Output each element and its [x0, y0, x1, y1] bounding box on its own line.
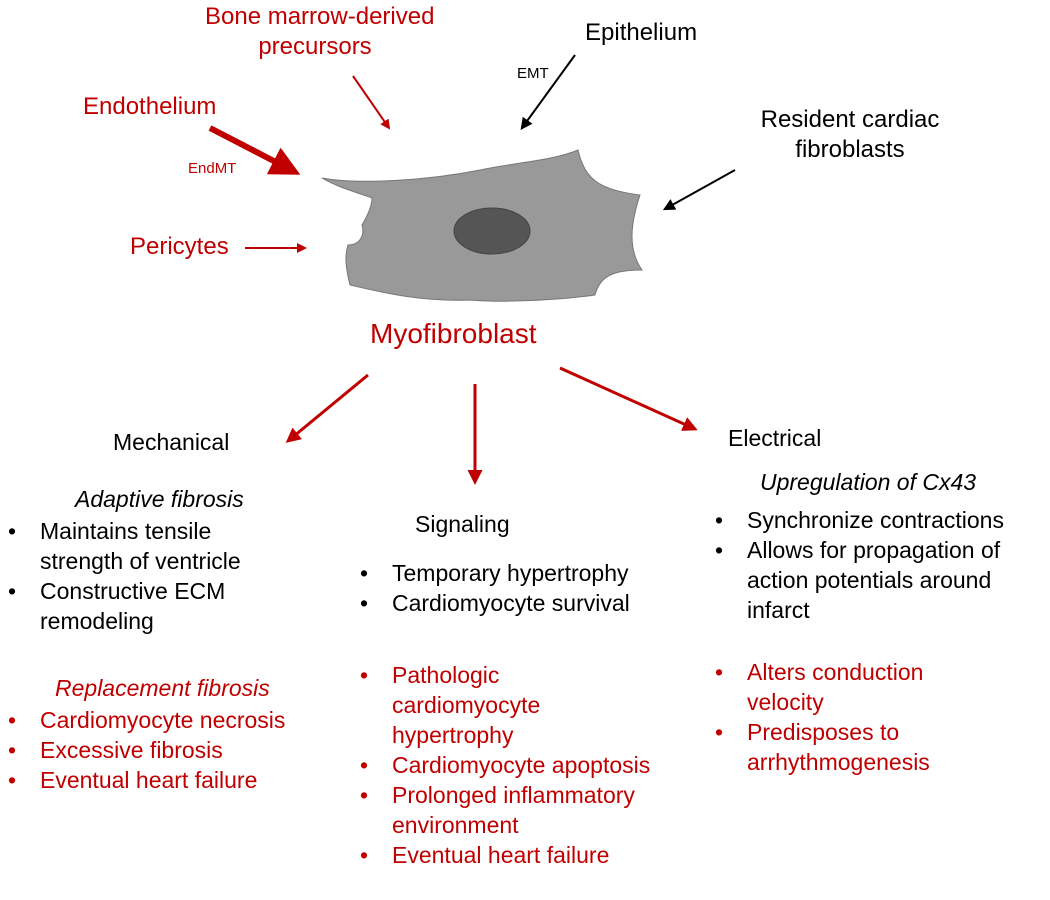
myofibroblast-label: Myofibroblast: [370, 318, 537, 349]
electrical-list: Synchronize contractions Allows for prop…: [713, 505, 1050, 625]
arrow-to-mechanical: [285, 373, 369, 443]
signaling-list: Temporary hypertrophy Cardiomyocyte surv…: [358, 558, 688, 618]
list-item: Cardiomyocyte apoptosis: [358, 750, 698, 780]
list-item: Excessive fibrosis: [6, 735, 326, 765]
replacement-fibrosis-heading: Replacement fibrosis: [55, 675, 270, 701]
list-item: Synchronize contractions: [713, 505, 1050, 535]
epithelium-label: Epithelium: [585, 19, 698, 46]
adaptive-fibrosis-heading: Adaptive fibrosis: [75, 486, 244, 512]
list-item: Allows for propagation of action potenti…: [713, 535, 1047, 625]
arrow-bone-marrow: [352, 75, 391, 130]
nucleus: [453, 207, 531, 255]
signaling-bad-list: Pathologic cardiomyocyte hypertrophy Car…: [358, 660, 698, 870]
electrical-bad-list: Alters conduction velocity Predisposes t…: [713, 657, 1043, 777]
signaling-title: Signaling: [415, 511, 510, 537]
cx43-heading: Upregulation of Cx43: [760, 469, 977, 495]
arrow-to-electrical: [559, 366, 698, 431]
list-item: Constructive ECM remodeling: [6, 576, 290, 636]
list-item: Prolonged inflammatory environment: [358, 780, 692, 840]
arrow-endothelium: [208, 125, 301, 175]
endmt-label: EndMT: [188, 160, 237, 177]
resident-fibroblasts-label: Resident cardiac fibroblasts: [760, 106, 940, 163]
list-item: Alters conduction velocity: [713, 657, 967, 717]
arrow-resident-fibroblasts: [662, 169, 736, 211]
electrical-title: Electrical: [728, 425, 822, 451]
mechanical-replacement-list: Cardiomyocyte necrosis Excessive fibrosi…: [6, 705, 326, 795]
list-item: Eventual heart failure: [358, 840, 698, 870]
arrow-epithelium: [520, 54, 576, 130]
emt-label: EMT: [517, 65, 549, 82]
bone-marrow-label: Bone marrow-derived precursors: [205, 3, 435, 60]
list-item: Cardiomyocyte necrosis: [6, 705, 326, 735]
list-item: Predisposes to arrhythmogenesis: [713, 717, 967, 777]
list-item: Pathologic cardiomyocyte hypertrophy: [358, 660, 592, 750]
endothelium-label: Endothelium: [83, 93, 217, 120]
list-item: Maintains tensile strength of ventricle: [6, 516, 290, 576]
list-item: Cardiomyocyte survival: [358, 588, 688, 618]
mechanical-title: Mechanical: [113, 429, 230, 455]
mechanical-adaptive-list: Maintains tensile strength of ventricle …: [6, 516, 316, 636]
list-item: Temporary hypertrophy: [358, 558, 688, 588]
pericytes-label: Pericytes: [130, 233, 229, 260]
list-item: Eventual heart failure: [6, 765, 326, 795]
